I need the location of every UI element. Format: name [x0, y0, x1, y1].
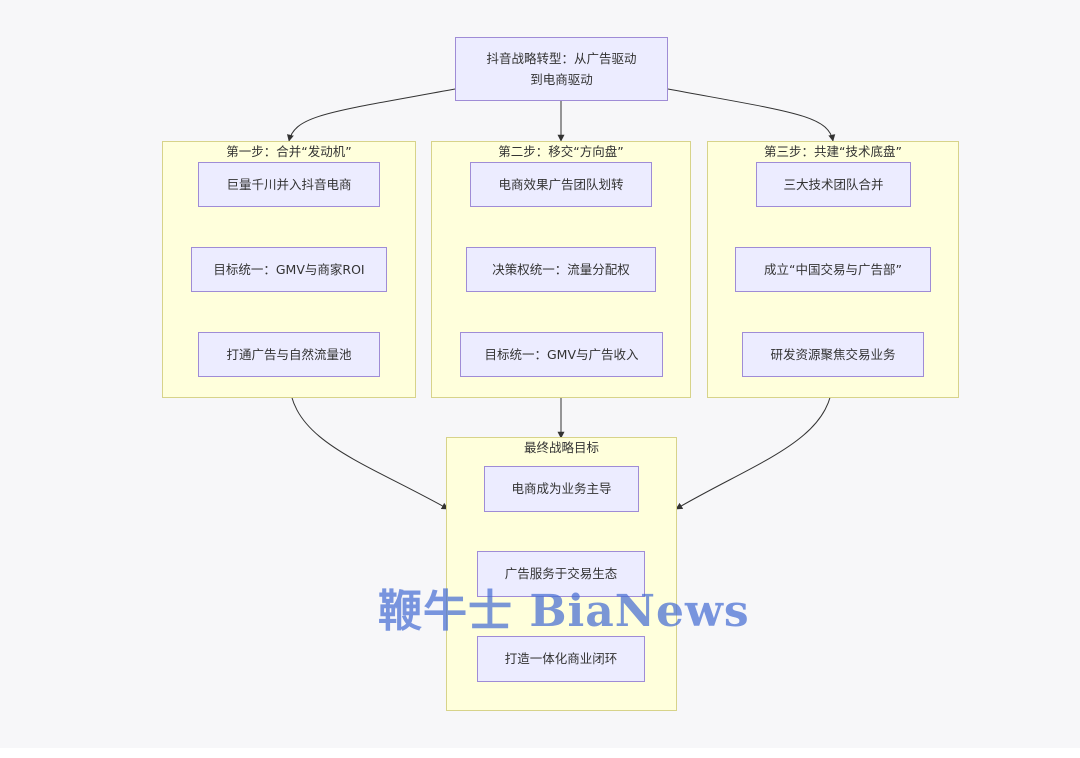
step1-node-connect-traffic: 打通广告与自然流量池 — [198, 332, 380, 377]
page-bottom-band — [0, 748, 1080, 758]
final-node-ads-serve-trade: 广告服务于交易生态 — [477, 551, 645, 597]
root-node: 抖音战略转型：从广告驱动 到电商驱动 — [455, 37, 668, 101]
root-node-line2: 到电商驱动 — [530, 72, 593, 87]
final-node-ecommerce-lead: 电商成为业务主导 — [484, 466, 639, 512]
step2-node-unify-goal: 目标统一：GMV与广告收入 — [460, 332, 663, 377]
step2-node-transfer-team: 电商效果广告团队划转 — [470, 162, 652, 207]
bianews-watermark: 鞭牛士 BiaNews — [378, 586, 750, 637]
final-node-closed-loop: 打造一体化商业闭环 — [477, 636, 645, 682]
step2-node-decision-right: 决策权统一：流量分配权 — [466, 247, 656, 292]
edge-step1-to-final — [288, 376, 449, 510]
step3-node-new-department: 成立“中国交易与广告部” — [735, 247, 931, 292]
edge-step3-to-final — [675, 376, 834, 510]
edge-root-to-step3 — [667, 88, 836, 142]
cluster-final-title: 最终战略目标 — [523, 440, 599, 455]
step3-node-rd-focus: 研发资源聚焦交易业务 — [742, 332, 924, 377]
cluster-step3-title: 第三步：共建“技术底盘” — [764, 144, 902, 159]
step1-node-unify-goal: 目标统一：GMV与商家ROI — [191, 247, 387, 292]
step1-node-merge-qianchuan: 巨量千川并入抖音电商 — [198, 162, 380, 207]
cluster-step1-title: 第一步：合并“发动机” — [226, 144, 352, 159]
step3-node-merge-tech-teams: 三大技术团队合并 — [756, 162, 911, 207]
edge-root-to-step1 — [287, 88, 456, 142]
cluster-step2-title: 第二步：移交“方向盘” — [498, 144, 624, 159]
root-node-line1: 抖音战略转型：从广告驱动 — [486, 51, 637, 66]
